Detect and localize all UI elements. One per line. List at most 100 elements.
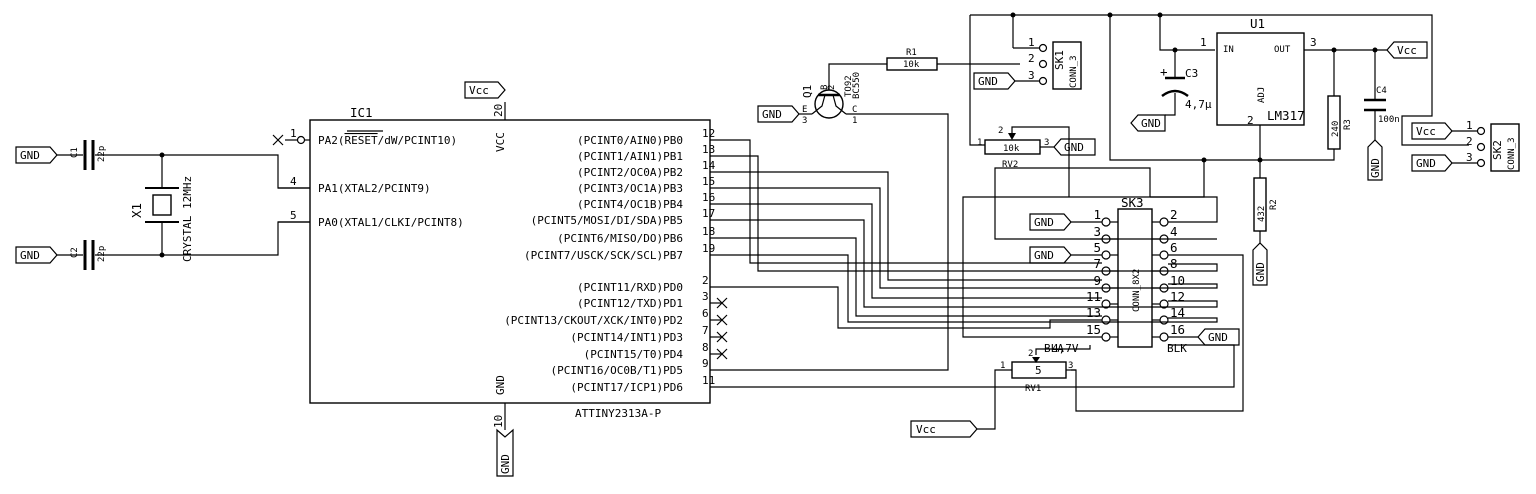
svg-text:2: 2 bbox=[1170, 207, 1178, 222]
ic1-pin-3: 3 (PCINT12/TXD)PD1 bbox=[577, 290, 728, 310]
svg-text:1: 1 bbox=[1000, 361, 1005, 371]
svg-text:IN: IN bbox=[1223, 45, 1234, 55]
svg-text:15: 15 bbox=[1086, 322, 1101, 337]
svg-text:R2: R2 bbox=[1269, 199, 1279, 210]
ic1-pin-number: 17 bbox=[702, 207, 715, 220]
ic1-pin-number: 8 bbox=[702, 341, 709, 354]
ic1-pin-number: 14 bbox=[702, 159, 716, 172]
svg-text:1: 1 bbox=[1200, 36, 1207, 49]
svg-text:GND: GND bbox=[1064, 141, 1084, 154]
gnd-flag-q1: GND bbox=[757, 105, 800, 123]
svg-text:GND: GND bbox=[762, 108, 782, 121]
vcc-flag-rv1: Vcc bbox=[910, 420, 978, 438]
ic1-pin-number: 4 bbox=[290, 175, 297, 188]
svg-text:ADJ: ADJ bbox=[1257, 87, 1267, 103]
svg-text:2: 2 bbox=[1247, 114, 1254, 127]
svg-text:5: 5 bbox=[1093, 240, 1101, 255]
ic1-pin-name: (PCINT14/INT1)PD3 bbox=[570, 331, 683, 344]
svg-text:U1: U1 bbox=[1250, 16, 1265, 31]
capacitor-c4: C4 100n bbox=[1364, 86, 1400, 125]
svg-text:10k: 10k bbox=[1003, 144, 1020, 154]
ic1-pin-name: (PCINT12/TXD)PD1 bbox=[577, 297, 683, 310]
ic1-right-pins: 12(PCINT0/AIN0)PB013(PCINT1/AIN1)PB114(P… bbox=[504, 127, 728, 394]
svg-text:3: 3 bbox=[1093, 224, 1101, 239]
sk3-pin-15: 15 bbox=[1086, 322, 1118, 342]
svg-text:TO92: TO92 bbox=[844, 75, 854, 97]
capacitor-c3: + C3 4,7µ bbox=[1160, 64, 1212, 111]
ic1-pin-number: 16 bbox=[702, 191, 715, 204]
svg-text:GND: GND bbox=[20, 149, 40, 162]
ic1-pin-number: 3 bbox=[702, 290, 709, 303]
ic1-pin-number: 13 bbox=[702, 143, 715, 156]
svg-text:432: 432 bbox=[1257, 206, 1267, 222]
svg-text:1: 1 bbox=[852, 116, 857, 126]
ic1-part: ATTINY2313A-P bbox=[575, 407, 661, 420]
gnd-flag-ic1: GND bbox=[496, 428, 514, 477]
connector-sk2: 1 2 3 SK2 CONN_3 bbox=[1466, 119, 1520, 172]
resistor-r1: R1 10k bbox=[886, 48, 938, 71]
svg-text:GND: GND bbox=[1208, 331, 1228, 344]
capacitor-c1: C1 22p bbox=[70, 140, 107, 170]
svg-text:3: 3 bbox=[1310, 36, 1317, 49]
ic1-pin-19: 19(PCINT7/USCK/SCK/SCL)PB7 bbox=[524, 242, 715, 262]
svg-text:CONN_8X2: CONN_8X2 bbox=[1132, 269, 1142, 312]
svg-text:3: 3 bbox=[1044, 138, 1049, 148]
svg-text:12: 12 bbox=[1170, 289, 1185, 304]
svg-text:16: 16 bbox=[1170, 322, 1185, 337]
svg-text:B: B bbox=[820, 85, 830, 90]
ic1-gnd-pin-number: 10 bbox=[492, 415, 505, 428]
svg-text:GND: GND bbox=[1416, 157, 1436, 170]
sk3-pin-11: 11 bbox=[1086, 289, 1118, 309]
svg-text:3: 3 bbox=[1466, 151, 1473, 164]
ic1-pin-name: (PCINT13/CKOUT/XCK/INT0)PD2 bbox=[504, 314, 683, 327]
ic1-pin-name: (PCINT17/ICP1)PD6 bbox=[570, 381, 683, 394]
svg-text:1: 1 bbox=[1466, 119, 1473, 132]
ic1-pin-15: 15(PCINT3/OC1A)PB3 bbox=[577, 175, 715, 195]
potentiometer-rv2: 2 1 3 10k RV2 bbox=[977, 126, 1070, 197]
svg-text:+: + bbox=[1160, 64, 1168, 79]
ic1-pin-9: 9(PCINT16/OC0B/T1)PD5 bbox=[551, 357, 709, 377]
ic1-gnd-pin-name: GND bbox=[494, 375, 507, 395]
svg-text:2: 2 bbox=[827, 85, 837, 90]
ic1-pin-number: 19 bbox=[702, 242, 715, 255]
ic1-pin-number: 2 bbox=[702, 274, 709, 287]
svg-text:GND: GND bbox=[1369, 158, 1382, 178]
svg-text:C1: C1 bbox=[70, 147, 80, 158]
gnd-flag-sk1: GND bbox=[973, 72, 1016, 90]
svg-text:SK2: SK2 bbox=[1491, 140, 1504, 160]
svg-text:C: C bbox=[852, 105, 857, 115]
ic1-pin-16: 16(PCINT4/OC1B)PB4 bbox=[577, 191, 715, 211]
connector-sk1: 1 2 3 SK1 CONN_3 bbox=[1028, 36, 1082, 90]
svg-text:100n: 100n bbox=[1378, 115, 1400, 125]
svg-text:5: 5 bbox=[1035, 364, 1042, 377]
svg-text:6: 6 bbox=[1170, 240, 1178, 255]
svg-text:10k: 10k bbox=[903, 60, 920, 70]
svg-text:3: 3 bbox=[1028, 69, 1035, 82]
svg-text:CRYSTAL 12MHz: CRYSTAL 12MHz bbox=[181, 176, 194, 262]
svg-text:Q1: Q1 bbox=[801, 85, 814, 98]
ic1-pin-name: (PCINT15/T0)PD4 bbox=[584, 348, 684, 361]
svg-text:BLK: BLK bbox=[1167, 342, 1187, 355]
svg-text:4,7µ: 4,7µ bbox=[1185, 98, 1212, 111]
svg-text:1: 1 bbox=[1093, 207, 1101, 222]
svg-text:C2: C2 bbox=[70, 247, 80, 258]
ic1-pin-number: 5 bbox=[290, 209, 297, 222]
svg-text:3: 3 bbox=[1068, 361, 1073, 371]
svg-text:GND: GND bbox=[20, 249, 40, 262]
ic1-left-pins: 1PA2(RESET/dW/PCINT10)4PA1(XTAL2/PCINT9)… bbox=[272, 127, 464, 229]
svg-text:Vcc: Vcc bbox=[1397, 44, 1417, 57]
sk3-pin-16: 16 bbox=[1152, 322, 1185, 342]
ic1-pin-number: 18 bbox=[702, 225, 715, 238]
svg-text:3: 3 bbox=[802, 116, 807, 126]
sk3-pin-12: 12 bbox=[1152, 289, 1185, 309]
ic1-pin-12: 12(PCINT0/AIN0)PB0 bbox=[577, 127, 715, 147]
ic1-pin-11: 11(PCINT17/ICP1)PD6 bbox=[570, 374, 715, 394]
svg-text:R3: R3 bbox=[1343, 119, 1353, 130]
gnd-flag-c4: GND bbox=[1367, 139, 1383, 181]
resistor-r3: 240 R3 bbox=[1327, 95, 1353, 150]
gnd-flag-rv2: GND bbox=[1053, 138, 1096, 156]
svg-text:2: 2 bbox=[998, 126, 1003, 136]
capacitor-c2: C2 22p bbox=[70, 240, 107, 270]
